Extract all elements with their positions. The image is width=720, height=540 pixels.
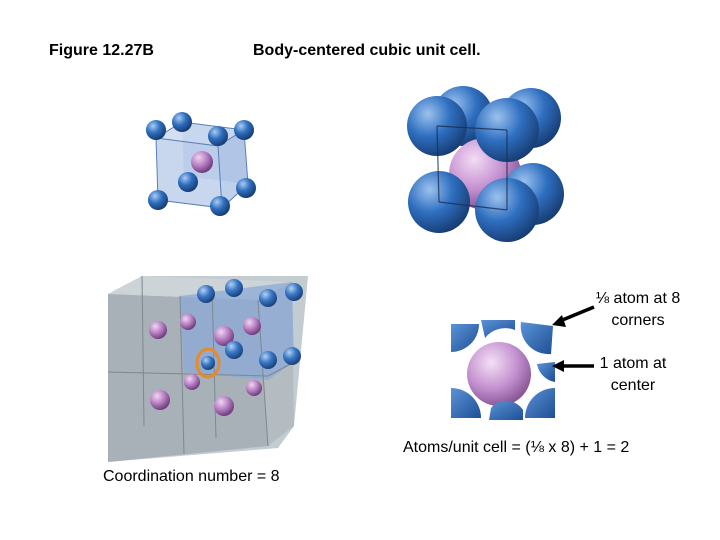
label-arrows — [552, 305, 595, 372]
coordination-number: Coordination number = 8 — [103, 468, 280, 485]
space-filling-unit-cell — [403, 84, 571, 243]
cutaway-unit-cell — [445, 318, 560, 423]
corner-atom-label-1: ⅛ atom at 8 — [595, 290, 681, 307]
highlighted-atom-ring — [195, 347, 221, 379]
atoms-per-unit-cell: Atoms/unit cell = (⅛ x 8) + 1 = 2 — [403, 439, 630, 456]
coordination-lattice — [108, 276, 310, 464]
center-atom-label-1: 1 atom at — [599, 355, 667, 372]
ball-and-stick-unit-cell — [138, 108, 264, 222]
figure-label: Figure 12.27B — [49, 42, 154, 59]
page-title: Body-centered cubic unit cell. — [253, 42, 481, 59]
center-atom-label-2: center — [610, 377, 656, 394]
corner-atom-label-2: corners — [611, 312, 665, 329]
